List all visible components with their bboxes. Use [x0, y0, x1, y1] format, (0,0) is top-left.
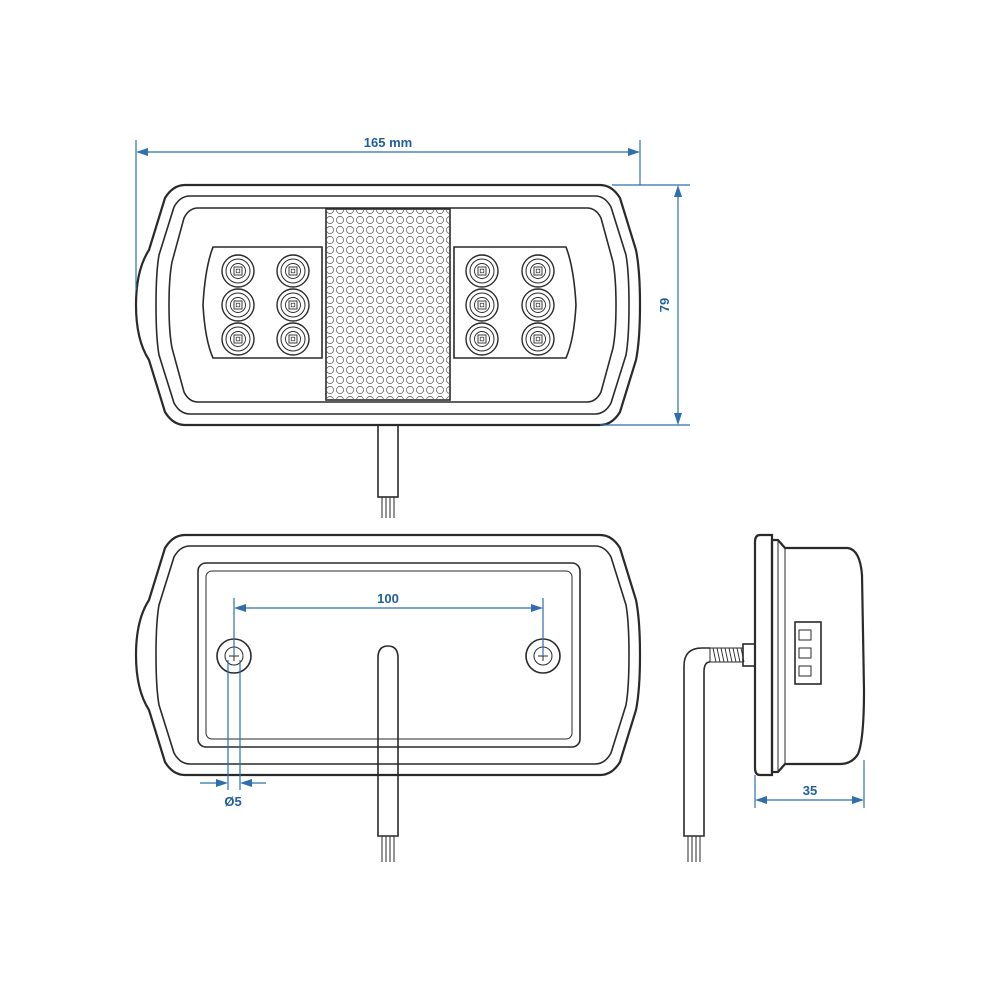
side-lens-rim	[753, 533, 774, 777]
led-unit	[465, 322, 499, 356]
led-unit	[221, 288, 255, 322]
rear-back-plate	[197, 562, 581, 748]
led-unit	[221, 322, 255, 356]
depth-label: 35	[803, 783, 817, 798]
led-array	[221, 254, 555, 356]
rear-cable	[377, 645, 399, 862]
bolt-thread-line	[724, 647, 729, 663]
reflector-panel-overlay	[326, 209, 450, 400]
bolt-thread-line	[740, 647, 745, 663]
right-led-pod	[453, 246, 577, 359]
led-unit	[521, 322, 555, 356]
led-unit	[465, 254, 499, 288]
led-unit	[276, 322, 310, 356]
rear-back-plate-inner	[205, 570, 573, 740]
led-unit	[276, 288, 310, 322]
rear-view	[134, 533, 642, 862]
hole-diameter-label: Ø5	[224, 794, 241, 809]
side-view	[683, 533, 866, 862]
front-view	[134, 183, 642, 518]
led-unit	[465, 288, 499, 322]
hole-spacing-dimension: 100	[233, 591, 544, 656]
led-unit	[521, 254, 555, 288]
led-unit	[221, 254, 255, 288]
front-inner-rim	[155, 195, 630, 415]
side-body	[770, 538, 866, 774]
hole-spacing-label: 100	[377, 591, 399, 606]
bolt-thread-line	[712, 647, 717, 663]
side-bolt	[709, 643, 756, 667]
left-led-pod	[202, 246, 323, 359]
bolt-thread-line	[716, 647, 721, 663]
front-lens-outline	[168, 207, 617, 403]
rear-outer-housing	[134, 533, 642, 777]
bolt-thread-line	[728, 647, 733, 663]
height-label: 79	[657, 298, 672, 312]
bolt-thread-line	[736, 647, 741, 663]
width-dimension: 165 mm	[135, 135, 641, 290]
rear-inner-rim	[155, 545, 630, 765]
led-unit	[521, 288, 555, 322]
front-cable	[377, 424, 399, 518]
width-label: 165 mm	[364, 135, 412, 150]
height-dimension: 79	[600, 184, 690, 426]
led-unit	[276, 254, 310, 288]
bolt-thread-line	[732, 647, 737, 663]
hole-diameter-dimension: Ø5	[200, 660, 266, 809]
depth-dimension: 35	[754, 760, 865, 808]
side-connector	[794, 621, 822, 685]
side-cable	[683, 647, 711, 862]
bolt-thread-line	[720, 647, 725, 663]
